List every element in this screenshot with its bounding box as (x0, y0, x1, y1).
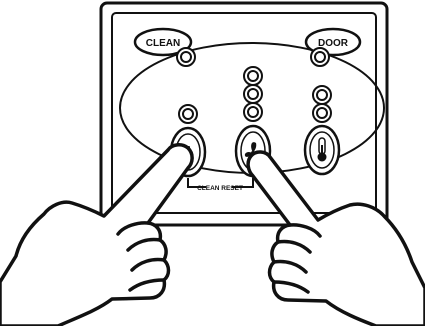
fan-indicators (243, 66, 263, 122)
right-hand (246, 150, 425, 326)
clean-label: CLEAN (146, 38, 180, 49)
power-indicator (178, 104, 198, 124)
thermometer-icon (317, 137, 327, 162)
clean-reset-bracket: CLEAN RESET (187, 178, 254, 192)
door-indicator (310, 47, 330, 67)
door-label: DOOR (318, 38, 349, 49)
temperature-indicators (312, 85, 332, 123)
clean-label-pill: CLEAN (133, 27, 193, 57)
clean-reset-label: CLEAN RESET (197, 185, 243, 192)
clean-indicator (176, 47, 196, 67)
temperature-button[interactable] (303, 124, 341, 176)
left-hand (0, 143, 194, 326)
